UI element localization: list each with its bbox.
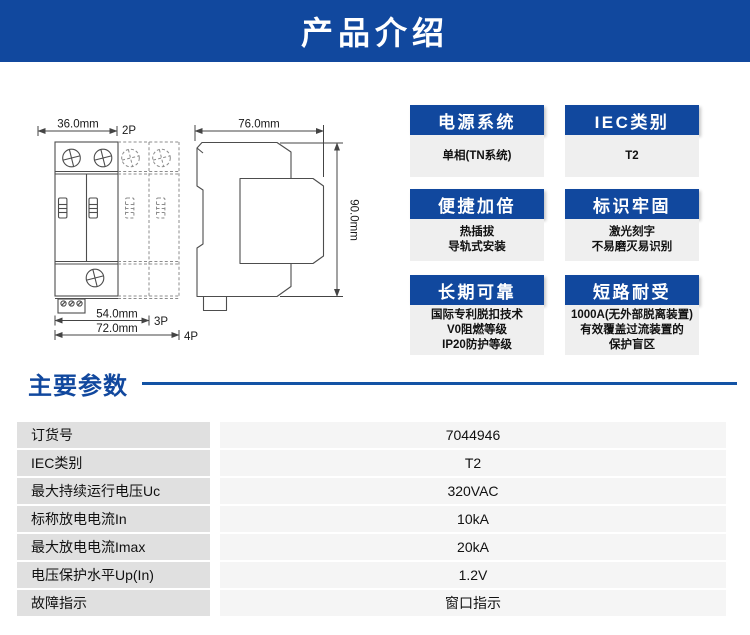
feature-card-desc: 国际专利脱扣技术 V0阻燃等级 IP20防护等级 [410,305,544,355]
param-value: T2 [220,450,726,476]
front-view-extension-dashed [118,141,180,299]
screw-icon-dashed [152,148,171,168]
feature-card-title: 长期可靠 [410,275,544,305]
feature-line: 1000A(无外部脱离装置) [570,308,694,321]
feature-card-desc: T2 [565,135,699,177]
feature-line: 单相(TN系统) [442,149,512,162]
feature-card-power-system: 电源系统 单相(TN系统) [410,105,544,177]
screw-icon [93,148,113,168]
feature-card-desc: 1000A(无外部脱离装置) 有效覆盖过流装置的 保护盲区 [565,305,699,355]
terminal-block [57,298,86,314]
table-row: 最大放电电流Imax 20kA [17,534,726,560]
feature-card-desc: 激光刻字 不易磨灭易识别 [565,219,699,261]
feature-line: 有效覆盖过流装置的 [580,323,684,336]
screw-icon-dashed [121,148,140,168]
feature-line: T2 [625,149,639,162]
dim-3p-width-label: 54.0mm [96,309,138,321]
table-row: 最大持续运行电压Uc 320VAC [17,478,726,504]
table-row: 标称放电电流In 10kA [17,506,726,532]
feature-line: 激光刻字 [609,226,655,238]
technical-drawing: 36.0mm 2P 54.0mm 3P 72.0mm 4P 76.0mm 90.… [37,119,360,344]
feature-card-title: 电源系统 [410,105,544,135]
table-row: 电压保护水平Up(In) 1.2V [17,562,726,588]
feature-line: IP20防护等级 [442,338,512,351]
param-label: 故障指示 [17,590,210,616]
dim-height-label: 90.0mm [348,199,360,241]
dim-lines-side [194,125,343,297]
section-heading: 主要参数 [28,368,737,400]
terminal-screws [60,300,83,307]
feature-card-desc: 热插拔 导轨式安装 [410,219,544,261]
feature-line: 国际专利脱扣技术 [431,308,523,321]
dimension-labels: 36.0mm 2P 54.0mm 3P 72.0mm 4P 76.0mm 90.… [57,119,359,344]
front-view [54,141,119,314]
param-label: 最大持续运行电压Uc [17,478,210,504]
feature-card-title: IEC类别 [565,105,699,135]
feature-card-title: 短路耐受 [565,275,699,305]
feature-line: 保护盲区 [609,338,655,351]
param-value: 320VAC [220,478,726,504]
feature-line: 不易磨灭易识别 [591,241,673,253]
feature-card-title: 便捷加倍 [410,189,544,219]
param-label: 订货号 [17,422,210,448]
page-banner: 产品介绍 [0,0,750,62]
status-window-icon [88,197,98,219]
side-view [196,141,325,312]
dim-2p-label: 2P [122,125,136,137]
page-title: 产品介绍 [300,15,449,51]
dim-lines-front-width [37,126,118,136]
table-row: 订货号 7044946 [17,422,726,448]
status-window-icon-dashed [125,197,135,219]
param-value: 窗口指示 [220,590,726,616]
feature-card-short-circuit: 短路耐受 1000A(无外部脱离装置) 有效覆盖过流装置的 保护盲区 [565,275,699,355]
section-title: 主要参数 [28,372,128,400]
table-row: 故障指示 窗口指示 [17,590,726,616]
feature-card-reliable: 长期可靠 国际专利脱扣技术 V0阻燃等级 IP20防护等级 [410,275,544,355]
dim-4p-label: 4P [184,331,198,343]
param-label: 标称放电电流In [17,506,210,532]
screw-icon [85,268,105,288]
screw-icon [62,148,81,168]
parameter-table: 订货号 7044946 IEC类别 T2 最大持续运行电压Uc 320VAC 标… [17,422,726,618]
feature-line: 导轨式安装 [448,241,506,253]
param-label: 最大放电电流Imax [17,534,210,560]
param-value: 7044946 [220,422,726,448]
param-value: 10kA [220,506,726,532]
dim-4p-width-label: 72.0mm [96,323,138,335]
feature-card-iec-class: IEC类别 T2 [565,105,699,177]
table-row: IEC类别 T2 [17,450,726,476]
param-label: 电压保护水平Up(In) [17,562,210,588]
dim-3p-label: 3P [154,316,168,328]
dim-depth-label: 76.0mm [238,119,280,131]
dim-lines-3p-4p [54,315,180,340]
status-window-icon-dashed [156,197,166,219]
feature-line: V0阻燃等级 [446,323,508,336]
section-divider-line [142,381,737,385]
feature-card-marking: 标识牢固 激光刻字 不易磨灭易识别 [565,189,699,261]
feature-card-title: 标识牢固 [565,189,699,219]
param-label: IEC类别 [17,450,210,476]
dim-front-width-label: 36.0mm [57,119,99,131]
param-value: 1.2V [220,562,726,588]
status-window-icon [57,197,68,219]
feature-card-convenient: 便捷加倍 热插拔 导轨式安装 [410,189,544,261]
feature-line: 热插拔 [459,226,495,238]
feature-card-desc: 单相(TN系统) [410,135,544,177]
param-value: 20kA [220,534,726,560]
